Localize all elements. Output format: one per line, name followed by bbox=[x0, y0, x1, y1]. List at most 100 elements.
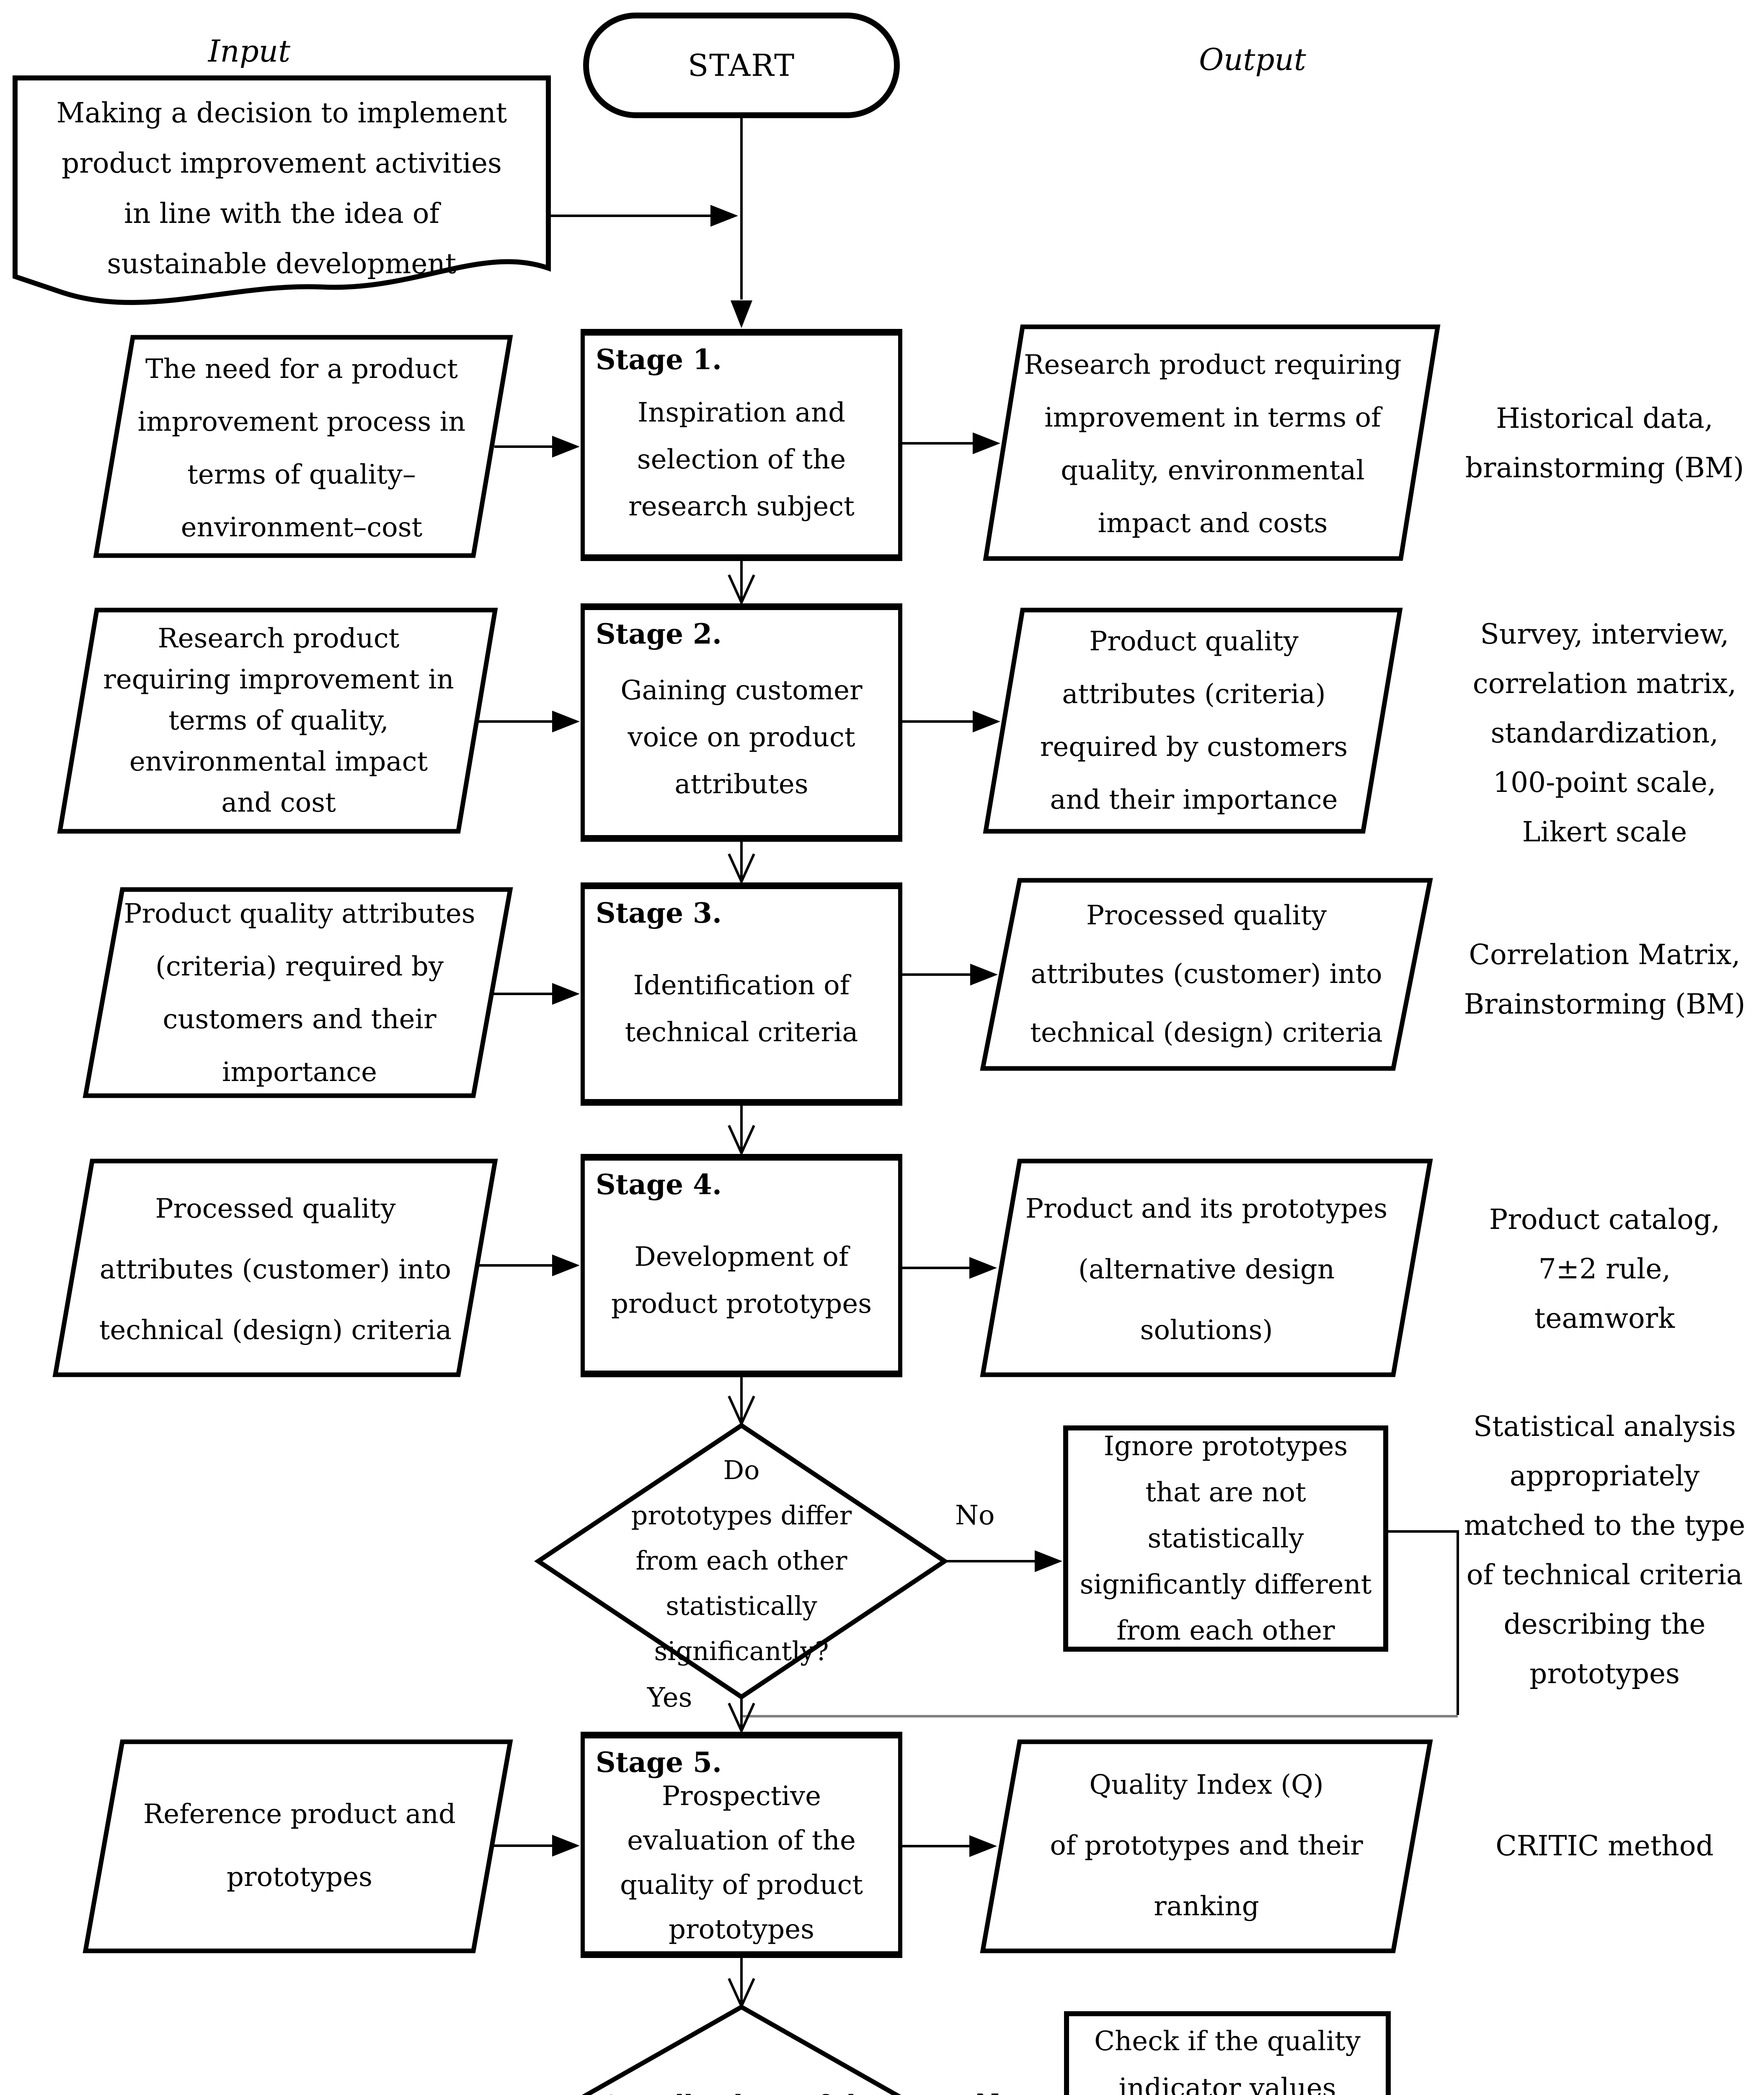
start-terminator: START bbox=[583, 13, 900, 118]
decision1-no-label: No bbox=[955, 1500, 995, 1531]
chevron-decision1-stage5 bbox=[728, 1702, 755, 1734]
text-line: attributes (criteria) bbox=[1062, 679, 1326, 710]
text-line: Quality Index (Q) bbox=[1089, 1769, 1324, 1800]
output-text-stage5: Quality Index (Q) of prototypes and their… bbox=[984, 1747, 1428, 1944]
chevron-stage3-stage4 bbox=[728, 1125, 755, 1156]
stage5-title: Stage 5. bbox=[596, 1746, 722, 1779]
chevron-stage5-decision2 bbox=[728, 1978, 755, 2010]
output-column-label: Output bbox=[1199, 42, 1306, 77]
text-line: Brainstorming (BM) bbox=[1464, 988, 1746, 1020]
text-line: 7±2 rule, bbox=[1538, 1253, 1671, 1285]
connectors bbox=[477, 118, 1459, 2004]
chevron-stage2-stage3 bbox=[728, 853, 755, 885]
text-line: technical (design) criteria bbox=[1030, 1017, 1383, 1048]
text-line: Research product bbox=[158, 623, 400, 654]
text-line: teamwork bbox=[1534, 1302, 1675, 1335]
text-line: requiring improvement in bbox=[103, 664, 454, 695]
text-line: of prototypes and their bbox=[1050, 1830, 1363, 1861]
stage4-title: Stage 4. bbox=[596, 1168, 722, 1201]
stage3-title: Stage 3. bbox=[596, 897, 722, 929]
text-line: improvement in terms of bbox=[1044, 402, 1381, 433]
text-line: Product catalog, bbox=[1489, 1203, 1720, 1236]
output-text-stage1: Research product requiring improvement in… bbox=[989, 335, 1437, 553]
text-line: appropriately bbox=[1509, 1460, 1700, 1492]
text-line: Development of bbox=[634, 1241, 849, 1273]
text-line: quality, environmental bbox=[1061, 455, 1365, 486]
input-parallelogram-stage1 bbox=[93, 335, 513, 558]
text-line: solutions) bbox=[1140, 1314, 1273, 1346]
text-line: Product and its prototypes bbox=[1025, 1193, 1388, 1224]
output-parallelogram-stage2 bbox=[983, 608, 1403, 834]
text-line: required by customers bbox=[1040, 732, 1348, 763]
text-line: standardization, bbox=[1490, 717, 1719, 749]
text-line: terms of quality– bbox=[187, 459, 416, 490]
text-line: Do bbox=[723, 1455, 760, 1485]
methods-stage4: Product catalog, 7±2 rule, teamwork bbox=[1445, 1195, 1764, 1343]
text-line: that are not bbox=[1145, 1477, 1306, 1508]
text-line: correlation matrix, bbox=[1472, 667, 1737, 700]
text-line: Are all values of the bbox=[601, 2081, 881, 2095]
text-line: selection of the bbox=[637, 444, 846, 475]
text-line: Research product requiring bbox=[1024, 349, 1402, 380]
text-line: describing the bbox=[1503, 1608, 1706, 1640]
arrowhead-decision1-no bbox=[1035, 1550, 1062, 1572]
arrowhead-output4 bbox=[969, 1257, 997, 1279]
text-line: Product quality attributes bbox=[124, 898, 475, 929]
text-line: Inspiration and bbox=[637, 397, 846, 428]
text-line: indicator values bbox=[1118, 2073, 1336, 2095]
output-parallelogram-stage4 bbox=[980, 1159, 1433, 1377]
methods-stage2: Survey, interview,correlation matrix,sta… bbox=[1445, 610, 1764, 857]
text-line: sustainable development bbox=[107, 248, 457, 280]
text-line: customers and their bbox=[163, 1004, 436, 1035]
text-line: brainstorming (BM) bbox=[1465, 452, 1744, 484]
text-line: product improvement activities bbox=[62, 147, 502, 179]
text-line: terms of quality, bbox=[168, 705, 389, 736]
methods-stage1: Historical data, brainstorming (BM) bbox=[1445, 394, 1764, 493]
text-line: matched to the type bbox=[1464, 1509, 1746, 1542]
stage2-title: Stage 2. bbox=[596, 618, 722, 650]
decision2-question: Are all values of theindicator Q ∈ ⟨0; 1… bbox=[545, 2053, 938, 2095]
chevron-arrowheads bbox=[728, 574, 755, 2010]
document-shape bbox=[13, 75, 551, 305]
start-label: START bbox=[687, 48, 795, 83]
methods-stage3: Correlation Matrix,Brainstorming (BM) bbox=[1445, 930, 1764, 1029]
text-line: Historical data, bbox=[1496, 402, 1713, 435]
text-line: Reference product and bbox=[143, 1799, 456, 1830]
text-line: The need for a product bbox=[145, 354, 458, 385]
input-column-label: Input bbox=[208, 34, 291, 69]
input-text-stage2: Research product requiring improvement in… bbox=[63, 616, 494, 825]
output-text-stage4: Product and its prototypes(alternative d… bbox=[984, 1167, 1428, 1372]
text-line: Prospective bbox=[662, 1781, 821, 1812]
arrowhead-input4 bbox=[552, 1254, 580, 1276]
chevron-stage4-decision1 bbox=[728, 1395, 755, 1427]
arrowhead-input5 bbox=[552, 1835, 580, 1857]
text-line: environmental impact bbox=[129, 746, 428, 777]
text-line: impact and costs bbox=[1098, 508, 1328, 539]
arrowhead-output1 bbox=[973, 432, 1000, 454]
input-parallelogram-stage2 bbox=[57, 608, 498, 834]
text-line: Ignore prototypes bbox=[1103, 1431, 1348, 1462]
solid-arrowheads bbox=[552, 205, 1062, 1857]
arrowhead-start-to-stage1 bbox=[731, 300, 752, 328]
text-line: prototypes differ bbox=[631, 1500, 852, 1531]
text-line: evaluation of the bbox=[627, 1825, 856, 1856]
arrowhead-input3 bbox=[552, 983, 580, 1005]
text-line: of technical criteria bbox=[1466, 1559, 1743, 1591]
text-line: from each other bbox=[1116, 1615, 1335, 1646]
